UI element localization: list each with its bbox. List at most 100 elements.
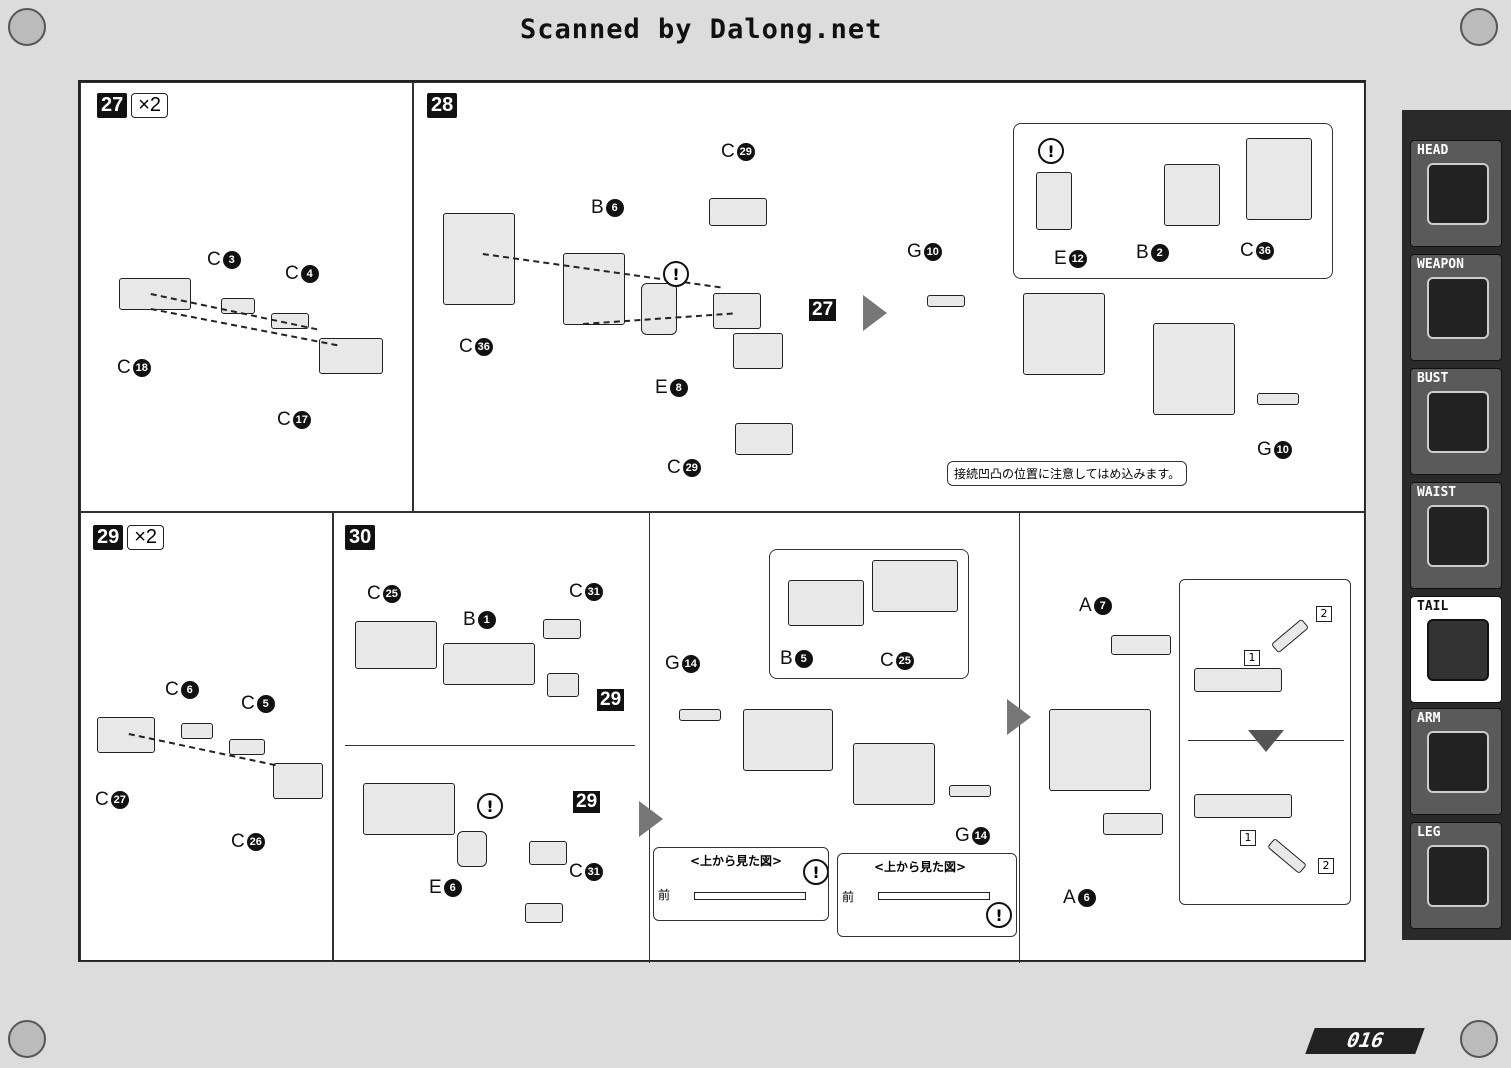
sidebar-item-tail[interactable]: TAIL [1410, 596, 1502, 703]
part-c3 [221, 298, 255, 314]
step-ref-29b: 29 [573, 791, 601, 813]
sidebar-item-label: LEG [1417, 825, 1441, 840]
sidebar-item-waist[interactable]: WAIST [1410, 482, 1502, 589]
scan-credit: Scanned by Dalong.net [520, 14, 883, 45]
part-top-view [694, 892, 806, 900]
page-number: 016 [1305, 1028, 1425, 1054]
divider [345, 745, 635, 746]
sidebar-item-arm[interactable]: ARM [1410, 708, 1502, 815]
attachment-order-inset: 1 2 1 2 [1179, 579, 1351, 905]
sidebar-item-bust[interactable]: BUST [1410, 368, 1502, 475]
step-30-header: 30 [345, 525, 376, 550]
joint-note: 接続凹凸の位置に注意してはめ込みます。 [947, 461, 1188, 486]
part-c31-bottom [525, 903, 563, 923]
tail-segment-top [1194, 668, 1282, 692]
step-ref-29: 29 [597, 689, 625, 711]
part-c25-detail [872, 560, 958, 612]
part-c31-top [543, 619, 581, 639]
order-step-1: 1 [1240, 830, 1256, 846]
part-g10-left [927, 295, 965, 307]
part-c29-lower [735, 423, 793, 455]
order-step-2: 2 [1318, 858, 1334, 874]
part-b1-assembled [363, 783, 455, 835]
section-thumbnail-icon [1427, 163, 1489, 225]
step-27-header: 27 ×2 [97, 93, 169, 118]
section-thumbnail-icon [1427, 277, 1489, 339]
corner-emblem-icon [1460, 8, 1498, 46]
down-arrow-icon [1248, 730, 1284, 752]
step-number: 28 [427, 93, 458, 118]
step-number: 30 [345, 525, 376, 550]
divider [649, 513, 650, 963]
order-step-1: 1 [1244, 650, 1260, 666]
front-label: 前 [658, 888, 671, 902]
next-arrow-icon [863, 295, 887, 331]
next-arrow-icon [1007, 699, 1031, 735]
order-step-2: 2 [1316, 606, 1332, 622]
part-e8 [641, 283, 677, 335]
front-label: 前 [842, 890, 855, 904]
part-e6 [457, 831, 487, 867]
part-assembly-27b [733, 333, 783, 369]
sidebar-item-head[interactable]: HEAD [1410, 140, 1502, 247]
warning-icon: ! [986, 902, 1012, 928]
step-multiplier: ×2 [127, 525, 165, 550]
part-assembly-29b [529, 841, 567, 865]
section-thumbnail-icon [1427, 505, 1489, 567]
step-ref-27: 27 [809, 299, 837, 321]
assembled-unit [1023, 293, 1105, 375]
section-thumbnail-icon [1427, 619, 1489, 681]
part-assembly-27 [713, 293, 761, 329]
assembled-unit [743, 709, 833, 771]
step-29-header: 29 ×2 [93, 525, 165, 550]
sidebar-item-weapon[interactable]: WEAPON [1410, 254, 1502, 361]
part-c4 [271, 313, 309, 329]
part-c29-upper [709, 198, 767, 226]
tail-segment-bottom [1194, 794, 1292, 818]
part-b6 [563, 253, 625, 325]
part-b1 [443, 643, 535, 685]
sidebar-item-label: WEAPON [1417, 257, 1464, 272]
section-thumbnail-icon [1427, 391, 1489, 453]
blade-part-top [1270, 618, 1310, 654]
part-c36-detail [1246, 138, 1312, 220]
sidebar-item-label: WAIST [1417, 485, 1457, 500]
part-c36 [443, 213, 515, 305]
part-c6 [181, 723, 213, 739]
part-g10-right [1257, 393, 1299, 405]
blade-part-bottom [1267, 837, 1307, 875]
part-c27 [97, 717, 155, 753]
sidebar-item-leg[interactable]: LEG [1410, 822, 1502, 929]
part-a7 [1111, 635, 1171, 655]
part-a6 [1103, 813, 1163, 835]
top-view-inset: <上から見た図> 前 [653, 847, 829, 921]
step-28-header: 28 [427, 93, 458, 118]
corner-emblem-icon [8, 8, 46, 46]
step-number: 29 [93, 525, 124, 550]
